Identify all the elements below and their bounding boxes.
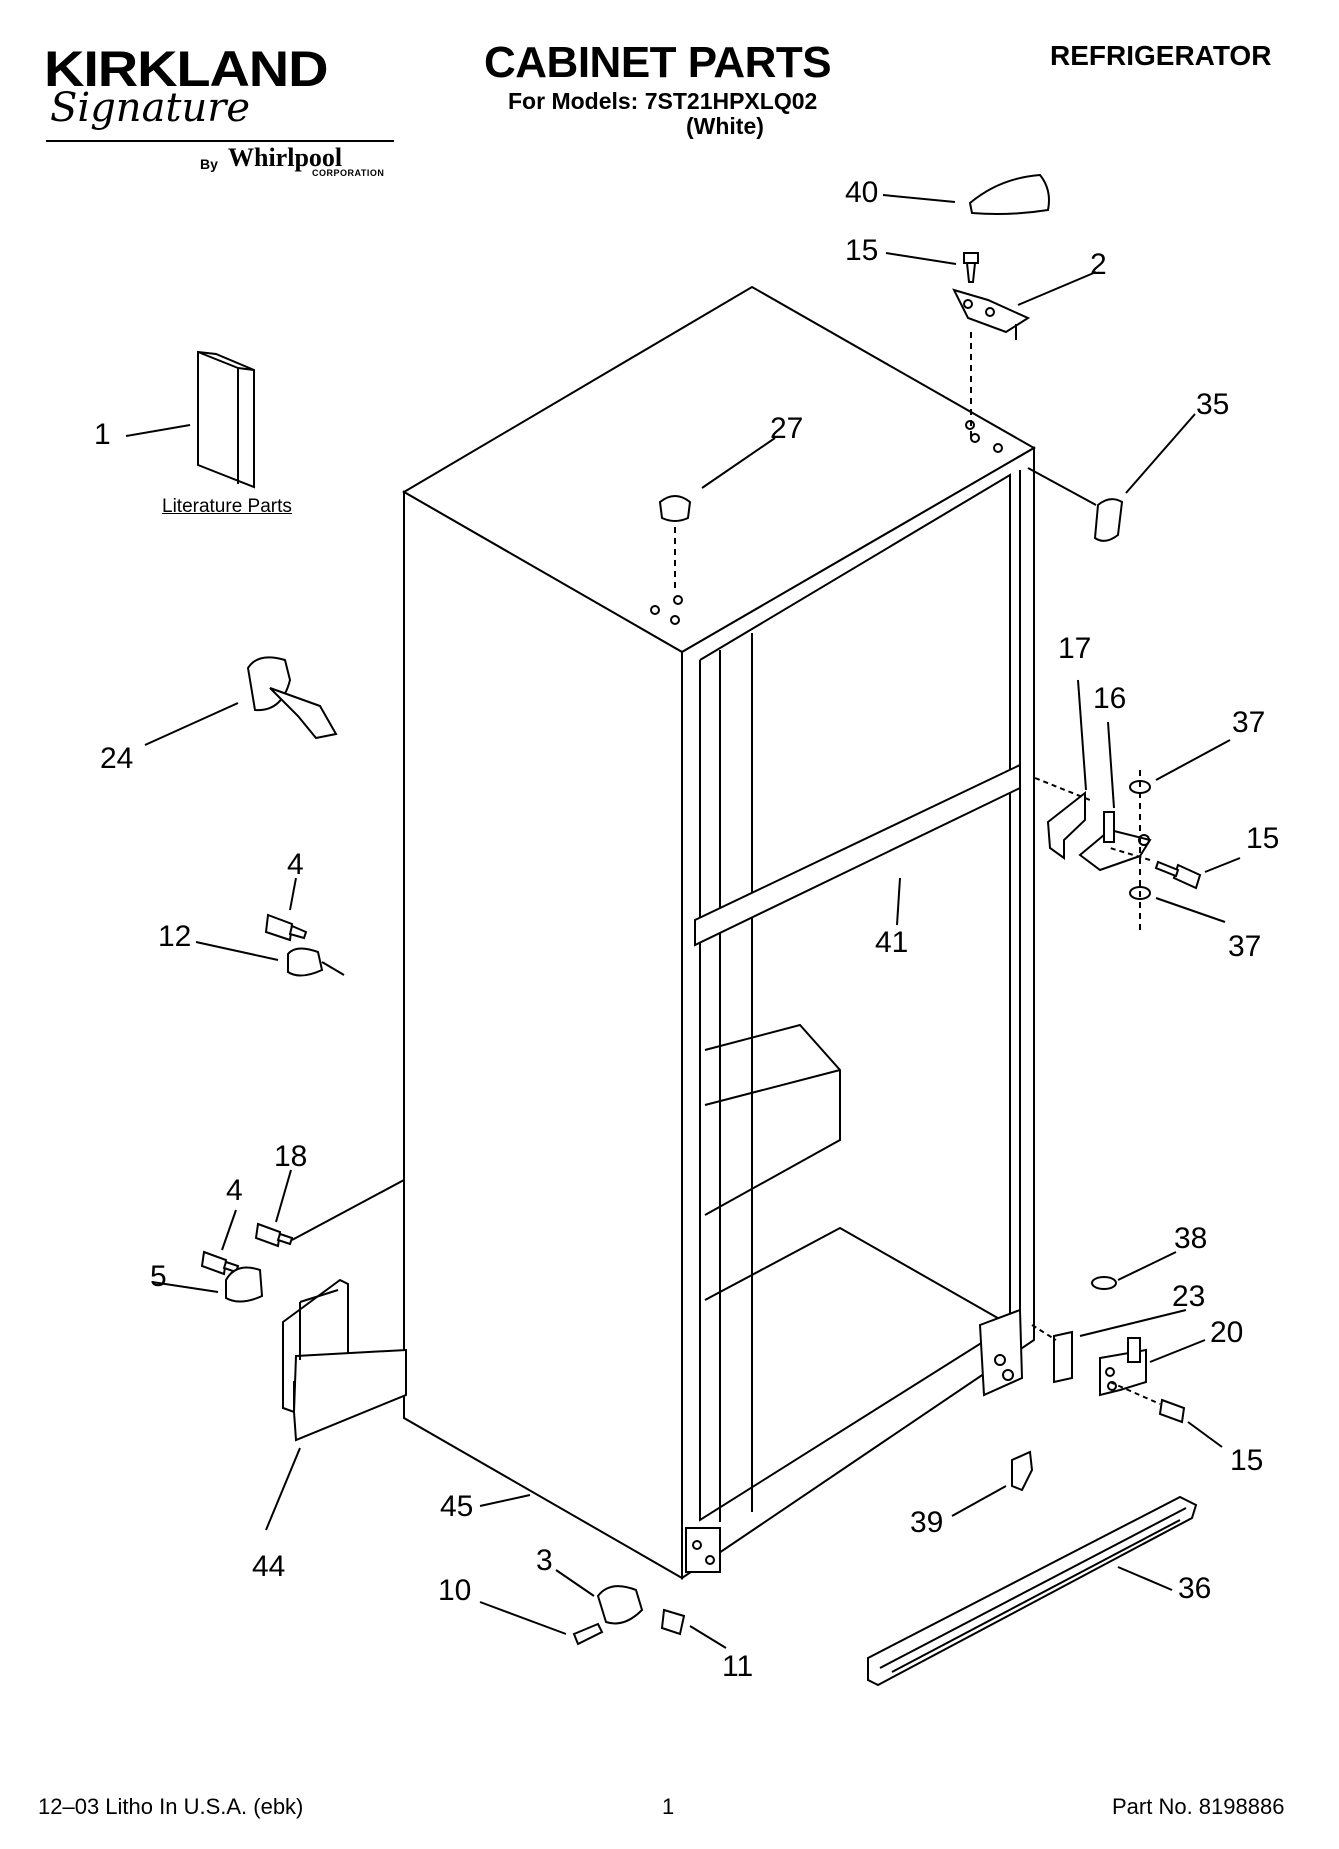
label-part-24: 24 [100,742,134,775]
label-part-38: 38 [1174,1222,1208,1255]
part-12-clamp [287,947,345,977]
brand-signature: Signature [50,85,251,131]
label-part-11: 11 [722,1650,754,1683]
label-part-18: 18 [274,1140,308,1173]
part-15-middle-screw [1154,860,1202,890]
part-3-leveler [596,1585,644,1625]
by-text: By [200,156,218,172]
part-15-lower-screw [1158,1398,1186,1424]
label-part-15-middle: 15 [1246,822,1280,855]
leader-40 [882,194,956,203]
label-part-4-top: 4 [287,848,304,881]
label-part-36: 36 [1178,1572,1212,1605]
part-38-washer [1091,1276,1117,1290]
part-39-clip [1011,1450,1034,1492]
part-35-hinge-cover [1093,498,1124,542]
literature-parts-label: Literature Parts [162,496,292,517]
part-24-door-stop [246,656,338,740]
label-part-5: 5 [150,1260,167,1293]
label-part-4-lower: 4 [226,1174,243,1207]
cabinet-body [402,285,1037,1580]
part-4-screw-lower [200,1250,240,1276]
label-part-17: 17 [1058,632,1092,665]
label-part-44: 44 [252,1550,286,1583]
color-line: (White) [686,113,764,139]
label-part-15-top: 15 [845,234,879,267]
label-part-15-lower: 15 [1230,1444,1264,1477]
part-4-screw-top [264,913,308,942]
label-part-37-top: 37 [1232,706,1266,739]
label-part-37-bottom: 37 [1228,930,1262,963]
part-40-hinge-cap [968,173,1050,215]
part-2-top-hinge [952,288,1031,340]
part-27-plug [658,495,692,522]
label-part-40: 40 [845,176,879,209]
part-36-base-grille [867,1495,1198,1687]
part-1-literature [197,350,255,489]
category-title: REFRIGERATOR [1050,40,1272,71]
models-line: For Models: 7ST21HPXLQ02 [508,88,818,114]
label-part-2: 2 [1090,248,1107,281]
manufacturer-logo: Whirlpool [228,143,343,172]
footer-part-number: Part No. 8198886 [1112,1794,1285,1819]
header-divider [46,140,394,142]
label-part-27: 27 [770,412,804,445]
part-15-top-screw [963,252,979,283]
manufacturer-suffix: CORPORATION [312,168,385,178]
page-title: CABINET PARTS [484,38,832,87]
part-10-screw [572,1622,604,1646]
label-part-3: 3 [536,1544,553,1577]
label-part-20: 20 [1210,1316,1244,1349]
label-part-45: 45 [440,1490,474,1523]
part-17-bracket [1046,790,1086,860]
footer-litho: 12–03 Litho In U.S.A. (ebk) [38,1794,304,1819]
label-part-23: 23 [1172,1280,1206,1313]
footer-page-number: 1 [662,1794,675,1819]
label-part-16: 16 [1093,682,1127,715]
part-20-bottom-hinge [1099,1337,1147,1397]
label-part-35: 35 [1196,388,1230,421]
part-44-toe-plate [282,1179,407,1442]
part-11-screw [660,1608,686,1636]
label-part-41: 41 [875,926,909,959]
label-part-12: 12 [158,920,192,953]
part-23-shim [1053,1330,1073,1384]
label-part-39: 39 [910,1506,944,1539]
label-part-1: 1 [94,418,111,451]
label-part-10: 10 [438,1574,472,1607]
brand-name: KIRKLAND [44,41,329,97]
part-5-clamp [225,1266,264,1303]
part-18-screw [254,1222,294,1248]
